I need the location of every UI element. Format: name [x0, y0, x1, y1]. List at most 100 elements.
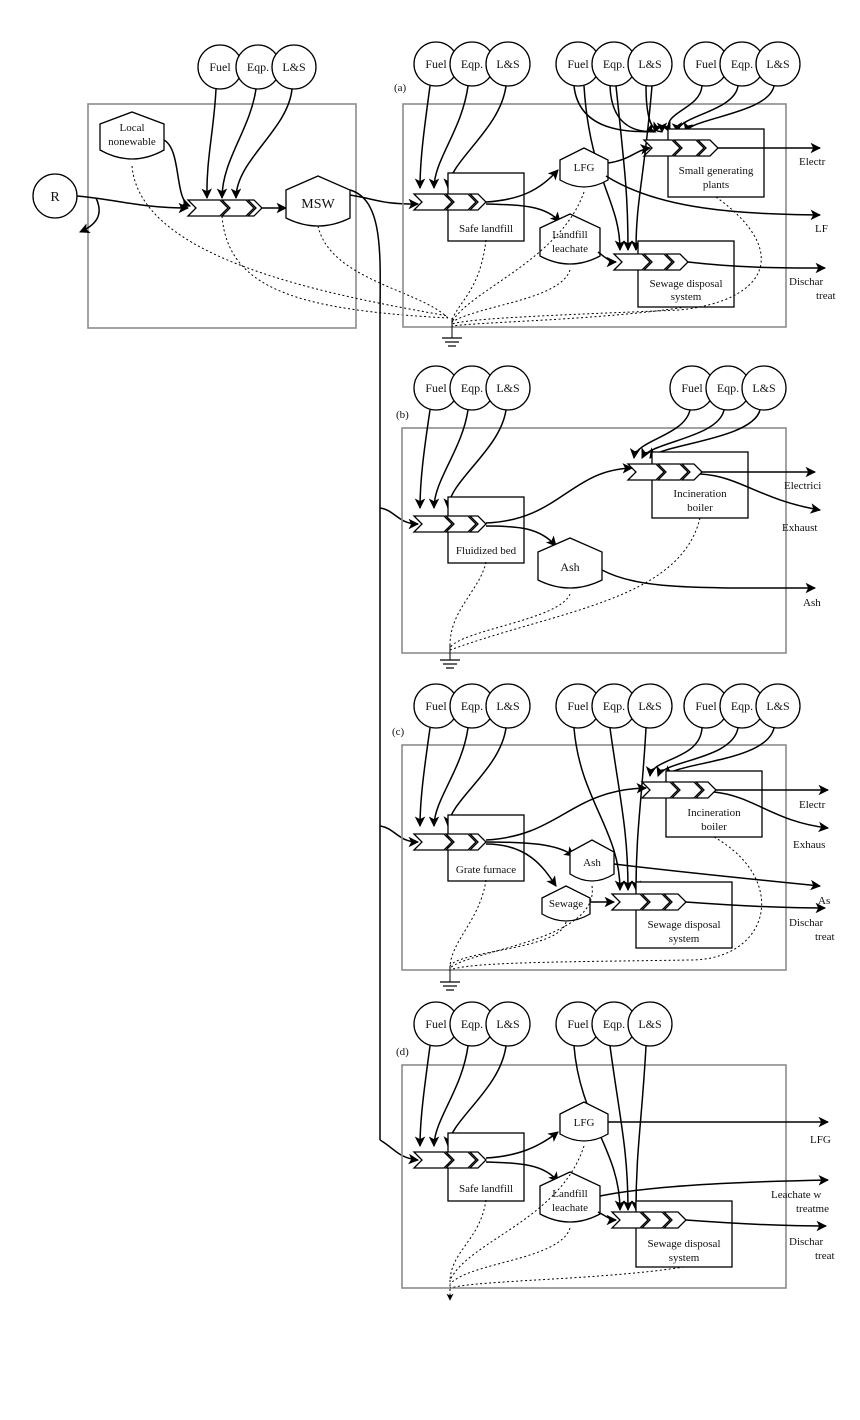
panel-c-sewage-label: Sewage	[549, 898, 583, 910]
source-input-group: Fuel Eqp. L&S	[197, 44, 317, 90]
panel-a-generating-label-1: Small generating	[679, 165, 754, 177]
fuel-input-label: Fuel	[425, 699, 447, 713]
panel-d-lfg-storage	[559, 1101, 609, 1142]
fuel-input-label: Fuel	[567, 1017, 589, 1031]
panel-d-leachate-label-2: leachate	[552, 1202, 588, 1214]
labor-input-label: L&S	[496, 1017, 519, 1031]
fuel-input-label: Fuel	[209, 60, 231, 74]
panel-a-leachate-label-2: leachate	[552, 243, 588, 255]
panel-c-sewage-box	[635, 881, 733, 949]
panel-a-lfg-label: LFG	[574, 162, 595, 174]
panel-c-input-group-2: Fuel Eqp. L&S	[555, 683, 673, 729]
panel-c-out-ash: As	[818, 895, 830, 907]
panel-b-input-group-2: Fuel Eqp. L&S	[669, 365, 787, 411]
panel-d-sewage-chevrons	[610, 1211, 687, 1229]
panel-d-tag: (d)	[396, 1046, 409, 1058]
panel-d-sewage-box	[635, 1200, 733, 1268]
panel-d-leachate-label-1: Landfill	[552, 1188, 587, 1200]
msw-storage	[285, 175, 351, 227]
fuel-input-label: Fuel	[567, 699, 589, 713]
equipment-input-label: Eqp.	[461, 699, 483, 713]
labor-input-label: L&S	[766, 699, 789, 713]
panel-c-furnace-chevrons	[412, 833, 487, 851]
panel-b-tag: (b)	[396, 409, 409, 421]
panel-d-input-group-1: Fuel Eqp. L&S	[413, 1001, 531, 1047]
panel-b-input-group-1: Fuel Eqp. L&S	[413, 365, 531, 411]
panel-c-boiler-label-1: Incineration	[687, 807, 741, 819]
panel-a-lfg-storage	[559, 147, 609, 188]
equipment-input-label: Eqp.	[603, 57, 625, 71]
fuel-input-label: Fuel	[681, 381, 703, 395]
panel-a-input-group-1: Fuel Eqp. L&S	[413, 41, 531, 87]
panel-a-leachate-storage	[539, 213, 601, 265]
panel-b-heat-sink	[440, 645, 460, 669]
panel-b-out-ash: Ash	[803, 597, 821, 609]
resource-label: R	[50, 190, 60, 205]
panel-b-boiler-box	[651, 451, 749, 519]
equipment-input-label: Eqp.	[731, 57, 753, 71]
labor-input-label: L&S	[638, 1017, 661, 1031]
panel-c-boiler-chevrons	[640, 781, 717, 799]
panel-a-process-label: Safe landfill	[459, 223, 513, 235]
panel-d-input-group-2: Fuel Eqp. L&S	[555, 1001, 673, 1047]
labor-input-label: L&S	[282, 60, 305, 74]
panel-a-generating-label-2: plants	[703, 179, 729, 191]
panel-b-ash-storage	[537, 537, 603, 589]
panel-a-out-discharge-1: Dischar	[789, 276, 824, 288]
panel-c-sewage-system-label-1: Sewage disposal	[647, 919, 720, 931]
panel-c-ash-label: Ash	[583, 857, 601, 869]
equipment-input-label: Eqp.	[603, 1017, 625, 1031]
panel-b-out-electricity: Electrici	[784, 480, 821, 492]
equipment-input-label: Eqp.	[461, 57, 483, 71]
panel-c-sewage-chevrons	[610, 893, 687, 911]
panel-d-frame	[401, 1064, 787, 1289]
panel-a-sewage-label-2: system	[671, 291, 702, 303]
equipment-input-label: Eqp.	[461, 381, 483, 395]
panel-c-ash-storage	[569, 839, 615, 882]
panel-a-out-electricity: Electr	[799, 156, 826, 168]
panel-a-input-group-3: Fuel Eqp. L&S	[683, 41, 801, 87]
panel-c-out-discharge-2: treat	[815, 931, 835, 943]
panel-a-frame	[402, 103, 787, 328]
panel-a-sewage-box	[637, 240, 735, 308]
fuel-input-label: Fuel	[695, 699, 717, 713]
local-nonrenewable-label-2: nonewable	[108, 136, 156, 148]
panel-c-tag: (c)	[392, 726, 405, 738]
source-system-frame	[87, 103, 357, 329]
panel-d-out-leachate-2: treatme	[796, 1203, 829, 1215]
equipment-input-label: Eqp.	[461, 1017, 483, 1031]
panel-b-ash-label: Ash	[560, 560, 579, 574]
panel-a-sewage-chevrons	[612, 253, 689, 271]
panel-a-out-discharge-2: treat	[816, 290, 836, 302]
panel-b-bed-chevrons	[412, 515, 487, 533]
panel-a-sewage-label-1: Sewage disposal	[649, 278, 722, 290]
local-nonrenewable-tank	[99, 111, 165, 160]
equipment-input-label: Eqp.	[603, 699, 625, 713]
fuel-input-label: Fuel	[425, 57, 447, 71]
equipment-input-label: Eqp.	[247, 60, 269, 74]
equipment-input-label: Eqp.	[717, 381, 739, 395]
msw-label: MSW	[301, 197, 335, 212]
panel-c-out-exhaust: Exhaus	[793, 839, 825, 851]
panel-d-sewage-system-label-1: Sewage disposal	[647, 1238, 720, 1250]
panel-d-landfill-chevrons	[412, 1151, 487, 1169]
panel-a-leachate-label-1: Landfill	[552, 229, 587, 241]
panel-a-heat-sink	[442, 318, 462, 347]
panel-b-boiler-label-2: boiler	[687, 502, 713, 514]
fuel-input-label: Fuel	[567, 57, 589, 71]
panel-d-out-discharge-1: Dischar	[789, 1236, 824, 1248]
fuel-input-label: Fuel	[425, 1017, 447, 1031]
panel-c-sewage-storage	[541, 885, 591, 922]
panel-c-process-label: Grate furnace	[456, 864, 516, 876]
panel-b-frame	[401, 427, 787, 654]
panel-b-process-label: Fluidized bed	[456, 545, 517, 557]
panel-d-leachate-storage	[539, 1171, 601, 1223]
labor-input-label: L&S	[496, 381, 519, 395]
labor-input-label: L&S	[638, 699, 661, 713]
collection-process-chevrons	[186, 199, 263, 217]
panel-c-boiler-label-2: boiler	[701, 821, 727, 833]
panel-b-out-exhaust: Exhaust	[782, 522, 817, 534]
panel-d-out-discharge-2: treat	[815, 1250, 835, 1262]
panel-c-input-group-3: Fuel Eqp. L&S	[683, 683, 801, 729]
panel-a-out-lfg: LF	[815, 223, 828, 235]
